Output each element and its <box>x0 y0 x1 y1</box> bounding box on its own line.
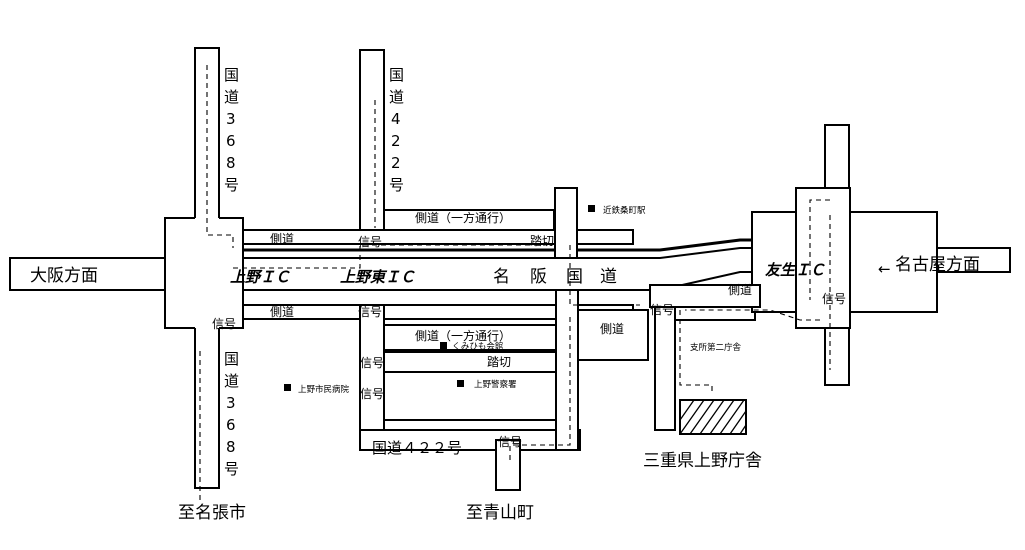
nabari-direction: 至名張市 <box>178 503 246 523</box>
route-422-north <box>359 49 385 241</box>
admin-label: 支所第二庁舎 <box>690 342 742 353</box>
svg-text:8: 8 <box>226 438 236 456</box>
signal-label: 信号 <box>360 387 384 401</box>
guide-routes <box>199 65 831 500</box>
route-422-south-label: 国道４２２号 <box>372 439 462 457</box>
route-422-north-label: 国 道 4 2 2 号 <box>389 66 404 194</box>
nagoya-arrow-icon: ← <box>878 260 891 278</box>
ueno-ic-label: 上野ＩＣ <box>230 268 290 286</box>
svg-text:6: 6 <box>226 416 236 434</box>
signal-label: 信号 <box>650 303 674 317</box>
signal-label: 信号 <box>498 435 522 449</box>
svg-text:国: 国 <box>224 66 239 84</box>
svg-text:国: 国 <box>224 350 239 368</box>
crossing-label: 踏切 <box>487 355 511 369</box>
signal-label: 信号 <box>822 292 846 306</box>
svg-text:4: 4 <box>391 110 401 128</box>
tomo-ic-label: 友生ＩＣ <box>765 261 825 279</box>
labels: 大阪方面 名古屋方面 ← 至名張市 至青山町 国 道 3 6 8 号 国 道 3… <box>30 66 980 523</box>
svg-text:3: 3 <box>226 110 236 128</box>
police-label: 上野警察署 <box>474 379 517 390</box>
crossing-road-north <box>554 187 578 259</box>
office-label: 三重県上野庁舎 <box>643 451 762 471</box>
side-road-label-1: 側道 <box>270 232 294 246</box>
svg-text:3: 3 <box>226 394 236 412</box>
svg-text:号: 号 <box>389 176 404 194</box>
station-marker <box>588 205 595 212</box>
route-422-south <box>359 304 385 451</box>
office-building <box>679 399 747 435</box>
police-marker <box>457 380 464 387</box>
route-368-north-label: 国 道 3 6 8 号 <box>224 66 239 194</box>
nagoya-direction: 名古屋方面 <box>895 255 980 275</box>
svg-text:名: 名 <box>493 267 510 287</box>
oneway-south-label: 側道（一方通行） <box>415 328 511 343</box>
side-road-label-3: 側道 <box>728 283 752 297</box>
svg-text:2: 2 <box>391 132 401 150</box>
station-label: 近鉄桑町駅 <box>603 205 646 216</box>
signal-label: 信号 <box>360 356 384 370</box>
osaka-direction: 大阪方面 <box>30 266 98 286</box>
hospital-label: 上野市民病院 <box>298 384 350 395</box>
ueno-higashi-ic-label: 上野東ＩＣ <box>340 268 415 286</box>
svg-text:号: 号 <box>224 460 239 478</box>
signal-label: 信号 <box>358 305 382 319</box>
svg-text:国: 国 <box>566 267 583 287</box>
svg-text:6: 6 <box>226 132 236 150</box>
svg-text:国: 国 <box>389 66 404 84</box>
kumiyama-marker <box>440 342 447 349</box>
road-network <box>9 47 1011 491</box>
svg-text:8: 8 <box>226 154 236 172</box>
crossing-label: 踏切 <box>530 234 554 248</box>
block-east-1 <box>577 309 649 361</box>
hospital-marker <box>284 384 291 391</box>
signal-label: 信号 <box>358 235 382 249</box>
svg-text:2: 2 <box>391 154 401 172</box>
svg-text:道: 道 <box>389 88 404 106</box>
oneway-north-label: 側道（一方通行） <box>415 210 511 225</box>
signal-label: 信号 <box>212 317 236 331</box>
svg-text:号: 号 <box>224 176 239 194</box>
svg-text:道: 道 <box>224 88 239 106</box>
route-368-south-label: 国 道 3 6 8 号 <box>224 350 239 478</box>
side-road-label-4: 側道 <box>600 322 624 336</box>
svg-text:道: 道 <box>224 372 239 390</box>
svg-text:道: 道 <box>600 267 617 287</box>
kumiyama-label: くみひも会館 <box>452 341 503 352</box>
aoyama-direction: 至青山町 <box>466 503 534 523</box>
side-road-label-2: 側道 <box>270 305 294 319</box>
svg-text:阪: 阪 <box>530 267 547 287</box>
meihan-label: 名 阪 国 道 <box>493 267 617 287</box>
